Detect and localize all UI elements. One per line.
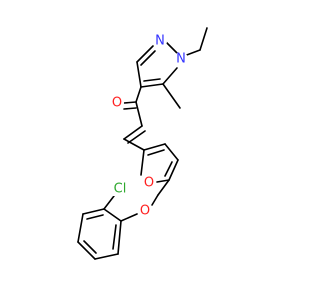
bond-ar1-ar2 — [103, 208, 122, 222]
bond-fc5-o — [156, 179, 170, 183]
bond-ar2-ar3 — [82, 208, 105, 215]
bond-calpha-cbeta — [123, 125, 143, 140]
bond-o-fc2 — [140, 149, 145, 176]
bond-ar5-ar6 — [94, 253, 119, 260]
atom-o-furan: O — [142, 176, 156, 191]
bond-fc5-ch2 — [157, 179, 170, 196]
bond-c4-c3 — [136, 61, 142, 88]
bond-ch2-ch3 — [199, 27, 208, 51]
bond-c5-c4 — [140, 83, 164, 88]
bond-n2-n1 — [165, 41, 178, 54]
atom-label-n2: N — [155, 34, 165, 49]
bond-c3-n2 — [136, 45, 154, 63]
atom-n1: N — [174, 52, 188, 67]
bond-ar6-ar1-double — [112, 224, 117, 250]
bond-fc3-fc4 — [164, 143, 179, 161]
atom-n2: N — [153, 34, 167, 49]
atom-label-o-ether: O — [140, 204, 150, 219]
bond-c5-c4-double — [143, 78, 161, 82]
bond-c5-methyl — [162, 83, 181, 109]
atom-label-o-furan: O — [144, 176, 154, 191]
bond-carbonyl-o — [123, 101, 137, 104]
bond-c3-n2-double — [140, 50, 156, 66]
bond-c4-carbonyl — [135, 86, 142, 103]
bond-ar6-ar1 — [117, 220, 122, 255]
bond-fc2-fc3 — [143, 143, 166, 151]
bond-fc4-fc5-double — [164, 161, 173, 177]
bond-o-aryl — [120, 213, 138, 222]
bond-n1-c5 — [162, 67, 178, 85]
bond-carbonyl-o-double — [123, 107, 137, 110]
bond-ar4-ar5-double — [83, 240, 97, 254]
atom-o-carbonyl: O — [110, 96, 124, 111]
molecule-structure: N N O O O Cl — [77, 27, 208, 260]
bond-fc4-fc5 — [168, 159, 179, 181]
atom-labels: N N O O O Cl — [110, 34, 188, 219]
atom-o-ether: O — [138, 204, 152, 219]
bond-lines — [77, 27, 208, 260]
bond-calpha-cbeta-double — [127, 130, 146, 144]
bond-ar3-ar4 — [77, 213, 84, 243]
atom-cl: Cl — [110, 182, 130, 197]
atom-label-cl: Cl — [114, 182, 127, 197]
bond-carbonyl-calpha — [135, 101, 143, 127]
bond-ar2-ar3-double — [86, 214, 104, 220]
bond-ar2-cl — [103, 195, 115, 210]
atom-label-o-carbonyl: O — [112, 96, 122, 111]
bond-cbeta-furan — [123, 138, 145, 151]
bond-ar4-ar5 — [77, 241, 96, 260]
atom-label-n1: N — [176, 52, 186, 67]
bond-ch2-o — [151, 194, 159, 206]
bond-fc2-fc3-double — [147, 149, 165, 156]
